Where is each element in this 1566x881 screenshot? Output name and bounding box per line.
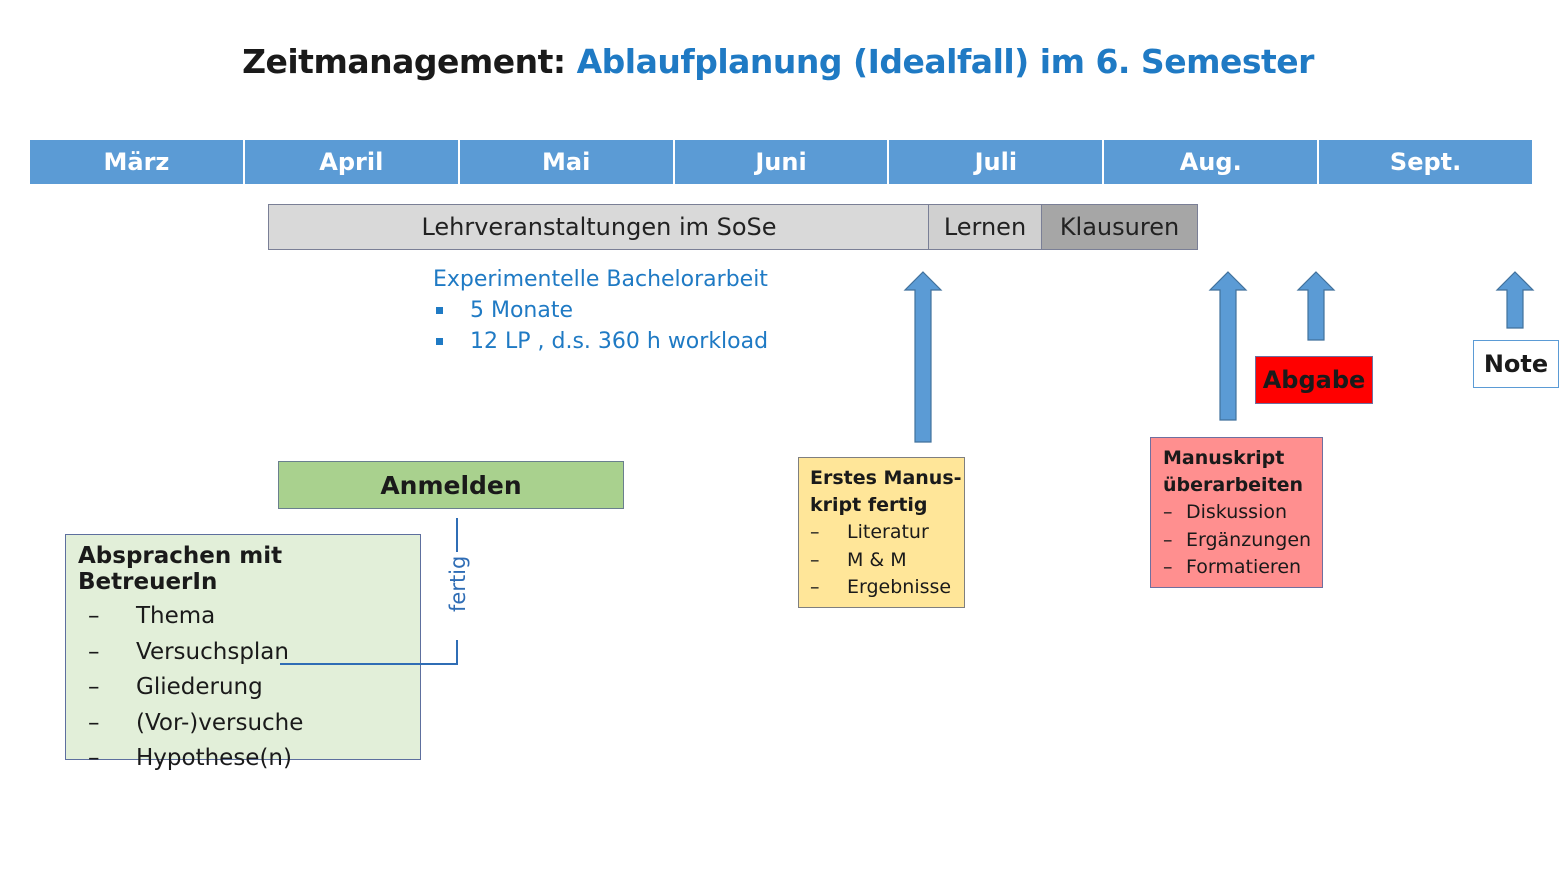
lehrveranstaltungen-bar: Lehrveranstaltungen im SoSe xyxy=(268,204,930,250)
absprachen-item: Versuchsplan xyxy=(136,638,289,665)
bachelorarbeit-heading: Experimentelle Bachelorarbeit xyxy=(433,267,768,292)
note-box: Note xyxy=(1473,340,1559,388)
month-aug: Aug. xyxy=(1104,140,1320,184)
list-item: –Literatur xyxy=(810,519,964,547)
absprachen-item: Thema xyxy=(136,603,216,629)
bachelorarbeit-info: Experimentelle Bachelorarbeit 5 Monate 1… xyxy=(433,264,768,357)
list-item: –M & M xyxy=(810,547,964,575)
lernen-bar: Lernen xyxy=(928,204,1042,250)
erstes-manuskript-heading-1: Erstes Manus- xyxy=(810,467,962,489)
list-item: –Formatieren xyxy=(1163,554,1322,582)
month-april: April xyxy=(244,140,460,184)
bachelorarbeit-item: 5 Monate xyxy=(470,298,574,323)
fertig-label: fertig xyxy=(446,555,470,612)
arrow-up-icon xyxy=(1296,271,1336,341)
arrow-up-icon xyxy=(1495,271,1535,329)
manuskript-ueberarbeiten-item: Formatieren xyxy=(1186,556,1302,578)
square-bullet-icon xyxy=(436,338,443,345)
abgabe-box: Abgabe xyxy=(1255,356,1373,404)
manuskript-ueberarbeiten-box: Manuskript überarbeiten –Diskussion –Erg… xyxy=(1150,437,1323,588)
arrow-up-icon xyxy=(903,271,943,443)
page-title: Zeitmanagement: Ablaufplanung (Idealfall… xyxy=(0,42,1556,81)
month-maerz: März xyxy=(30,140,245,184)
absprachen-item: (Vor-)versuche xyxy=(136,709,304,736)
fertig-connector-horizontal xyxy=(280,663,458,665)
erstes-manuskript-item: Ergebnisse xyxy=(847,576,952,598)
absprachen-item: Hypothese(n) xyxy=(136,745,292,771)
list-item: 5 Monate xyxy=(433,295,768,326)
anmelden-box: Anmelden xyxy=(278,461,624,509)
list-item: –Gliederung xyxy=(78,670,420,706)
erstes-manuskript-item: M & M xyxy=(847,548,907,571)
month-sept: Sept. xyxy=(1319,140,1533,184)
list-item: –Versuchsplan xyxy=(78,635,420,671)
list-item: –(Vor-)versuche xyxy=(78,706,420,742)
klausuren-bar: Klausuren xyxy=(1041,204,1198,250)
manuskript-ueberarbeiten-item: Ergänzungen xyxy=(1186,528,1312,551)
absprachen-box: Absprachen mit BetreuerIn –Thema –Versuc… xyxy=(65,534,421,771)
list-item: 12 LP , d.s. 360 h workload xyxy=(433,326,768,357)
erstes-manuskript-box: Erstes Manus- kript fertig –Literatur –M… xyxy=(798,457,965,608)
list-item: –Ergänzungen xyxy=(1163,527,1322,555)
month-mai: Mai xyxy=(459,140,675,184)
manuskript-ueberarbeiten-heading-1: Manuskript xyxy=(1163,447,1285,469)
month-juli: Juli xyxy=(889,140,1105,184)
arrow-up-icon xyxy=(1208,271,1248,421)
title-highlight: Ablaufplanung (Idealfall) im 6. Semester xyxy=(576,42,1315,81)
absprachen-heading: Absprachen mit BetreuerIn xyxy=(78,543,283,595)
erstes-manuskript-heading-2: kript fertig xyxy=(810,494,928,516)
list-item: –Ergebnisse xyxy=(810,574,964,602)
absprachen-item: Gliederung xyxy=(136,674,263,700)
list-item: –Diskussion xyxy=(1163,499,1322,527)
erstes-manuskript-item: Literatur xyxy=(847,521,929,543)
title-prefix: Zeitmanagement: xyxy=(242,42,577,81)
square-bullet-icon xyxy=(436,307,443,314)
month-bar: März April Mai Juni Juli Aug. Sept. xyxy=(30,140,1533,184)
list-item: –Hypothese(n) xyxy=(78,741,420,777)
fertig-connector-upper xyxy=(456,518,458,552)
month-juni: Juni xyxy=(674,140,890,184)
fertig-connector-lower xyxy=(456,640,458,665)
manuskript-ueberarbeiten-item: Diskussion xyxy=(1186,501,1288,523)
list-item: –Thema xyxy=(78,599,420,635)
bachelorarbeit-item: 12 LP , d.s. 360 h workload xyxy=(470,329,769,354)
manuskript-ueberarbeiten-heading-2: überarbeiten xyxy=(1163,474,1304,496)
